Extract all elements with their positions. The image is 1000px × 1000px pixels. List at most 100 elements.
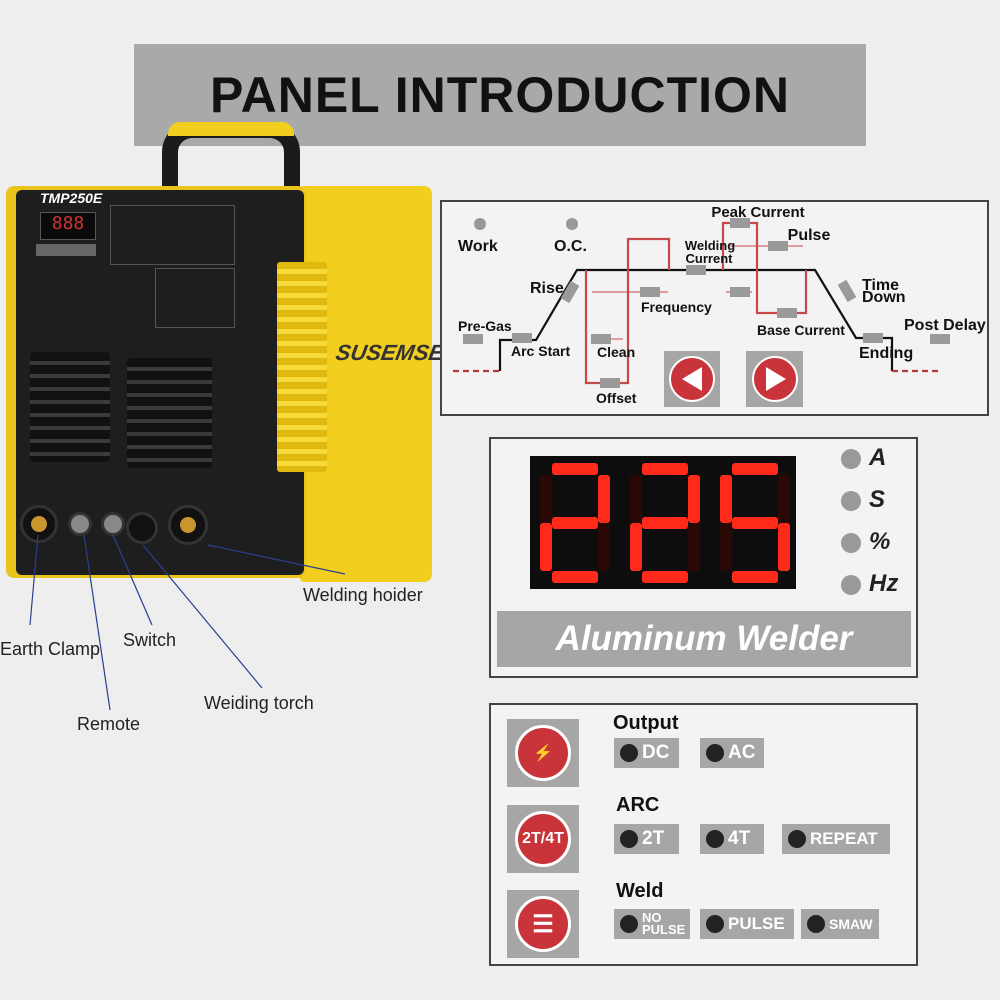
diagram-label-time-down-2: Down (862, 289, 906, 306)
callout-line (207, 544, 346, 575)
diagram-label-welding-current-1: Welding (685, 238, 735, 253)
digit-segment (778, 475, 790, 523)
digit-segment (732, 571, 778, 583)
remote-socket (68, 512, 92, 536)
weld-label: Weld (616, 880, 664, 902)
diagram-label-welding-current-2: Current (686, 251, 734, 266)
digit-segment (552, 571, 598, 583)
diagram-label-pulse: Pulse (788, 227, 831, 244)
output-dc-button[interactable]: DC (614, 738, 679, 768)
digit-segment (642, 517, 688, 529)
arc-4t-button[interactable]: 4T (700, 824, 764, 854)
parameter-slider (863, 333, 883, 343)
digit-segment (732, 517, 778, 529)
mini-banner (36, 244, 96, 256)
prev-button[interactable] (664, 351, 720, 407)
arc-label: ARC (616, 794, 660, 816)
diagram-label-time-down-1: Time (862, 277, 899, 294)
diagram-label-oc: O.C. (554, 238, 587, 255)
weld-tile: ☰ (507, 890, 579, 958)
mini-diagram (110, 205, 235, 265)
indicator-dot (620, 744, 638, 762)
diagram-label-offset: Offset (596, 390, 637, 406)
digit-segment (540, 523, 552, 571)
triangle-right-icon (766, 367, 786, 391)
parameter-slider (591, 334, 611, 344)
torch-socket (126, 512, 158, 544)
diagram-label-work: Work (458, 238, 498, 255)
unit-label: A (869, 444, 887, 471)
unit-led (841, 533, 861, 553)
diagram-label-rise: Rise (530, 280, 564, 297)
digit-segment (732, 463, 778, 475)
parameter-slider (560, 280, 580, 304)
callout-welding-torch: Weiding torch (204, 693, 314, 713)
unit-led (841, 575, 861, 595)
indicator-dot (620, 915, 638, 933)
diagram-label-base-current: Base Current (757, 322, 845, 338)
digit-segment (552, 517, 598, 529)
callout-line (29, 534, 39, 626)
digit-segment (552, 463, 598, 475)
digit-segment (778, 523, 790, 571)
parameter-slider (837, 279, 857, 303)
front-grille-right (127, 358, 212, 468)
diagram-label-pre-gas: Pre-Gas (458, 318, 512, 334)
unit-label: S (869, 486, 886, 513)
parameter-slider (730, 218, 750, 228)
arc-tile: 2T/4T (507, 805, 579, 873)
oc-led (566, 218, 578, 230)
digit-segment (642, 571, 688, 583)
arc-repeat-button[interactable]: REPEAT (782, 824, 890, 854)
callout-line (83, 534, 111, 711)
parameter-slider (640, 287, 660, 297)
unit-led (841, 449, 861, 469)
next-button[interactable] (746, 351, 803, 407)
side-vent (277, 262, 327, 472)
unit-led (841, 491, 861, 511)
callout-lines (29, 534, 346, 711)
front-grille-left (30, 352, 110, 462)
diagram-label-arc-start: Arc Start (511, 343, 570, 359)
digit-segment (642, 463, 688, 475)
unit-label: Hz (869, 570, 899, 597)
indicator-dot (706, 915, 724, 933)
digit-segment (630, 523, 642, 571)
callout-remote: Remote (77, 714, 141, 734)
weld-no-pulse-button[interactable]: NO PULSE (614, 909, 690, 939)
arc-2t-button[interactable]: 2T (614, 824, 679, 854)
unit-label: % (869, 528, 891, 555)
digit-segment (598, 475, 610, 523)
list-icon: ☰ (515, 896, 571, 952)
parameter-slider (512, 333, 532, 343)
banner-text: Aluminum Welder (555, 619, 853, 658)
weld-pulse-button[interactable]: PULSE (700, 909, 794, 939)
indicator-dot (788, 830, 806, 848)
digit-segment (688, 523, 700, 571)
digit-segment (598, 523, 610, 571)
callout-line (112, 534, 153, 626)
parameter-slider (730, 287, 750, 297)
digit-segment (720, 523, 732, 571)
diagram-label-peak-current: Peak Current (711, 204, 804, 221)
output-ac-button[interactable]: AC (700, 738, 764, 768)
pulse-waveform (721, 221, 808, 315)
indicator-dot (706, 744, 724, 762)
mini-controls (155, 268, 235, 328)
earth-clamp-socket (20, 505, 58, 543)
parameter-slider (777, 308, 797, 318)
callout-welding-holder: Welding hoider (303, 585, 423, 605)
parameter-slider (930, 334, 950, 344)
weld-smaw-button[interactable]: SMAW (801, 909, 879, 939)
digit-segment (720, 475, 732, 523)
callout-earth-clamp: Earth Clamp (0, 639, 101, 659)
parameter-slider (686, 265, 706, 275)
parameter-slider (768, 241, 788, 251)
welding-holder-socket (168, 505, 208, 545)
welder-handle-grip (168, 122, 294, 136)
aluminum-welder-banner: Aluminum Welder (497, 611, 911, 667)
clean-offset-waveform (584, 237, 671, 385)
digit-segment (540, 475, 552, 523)
indicator-dot (620, 830, 638, 848)
